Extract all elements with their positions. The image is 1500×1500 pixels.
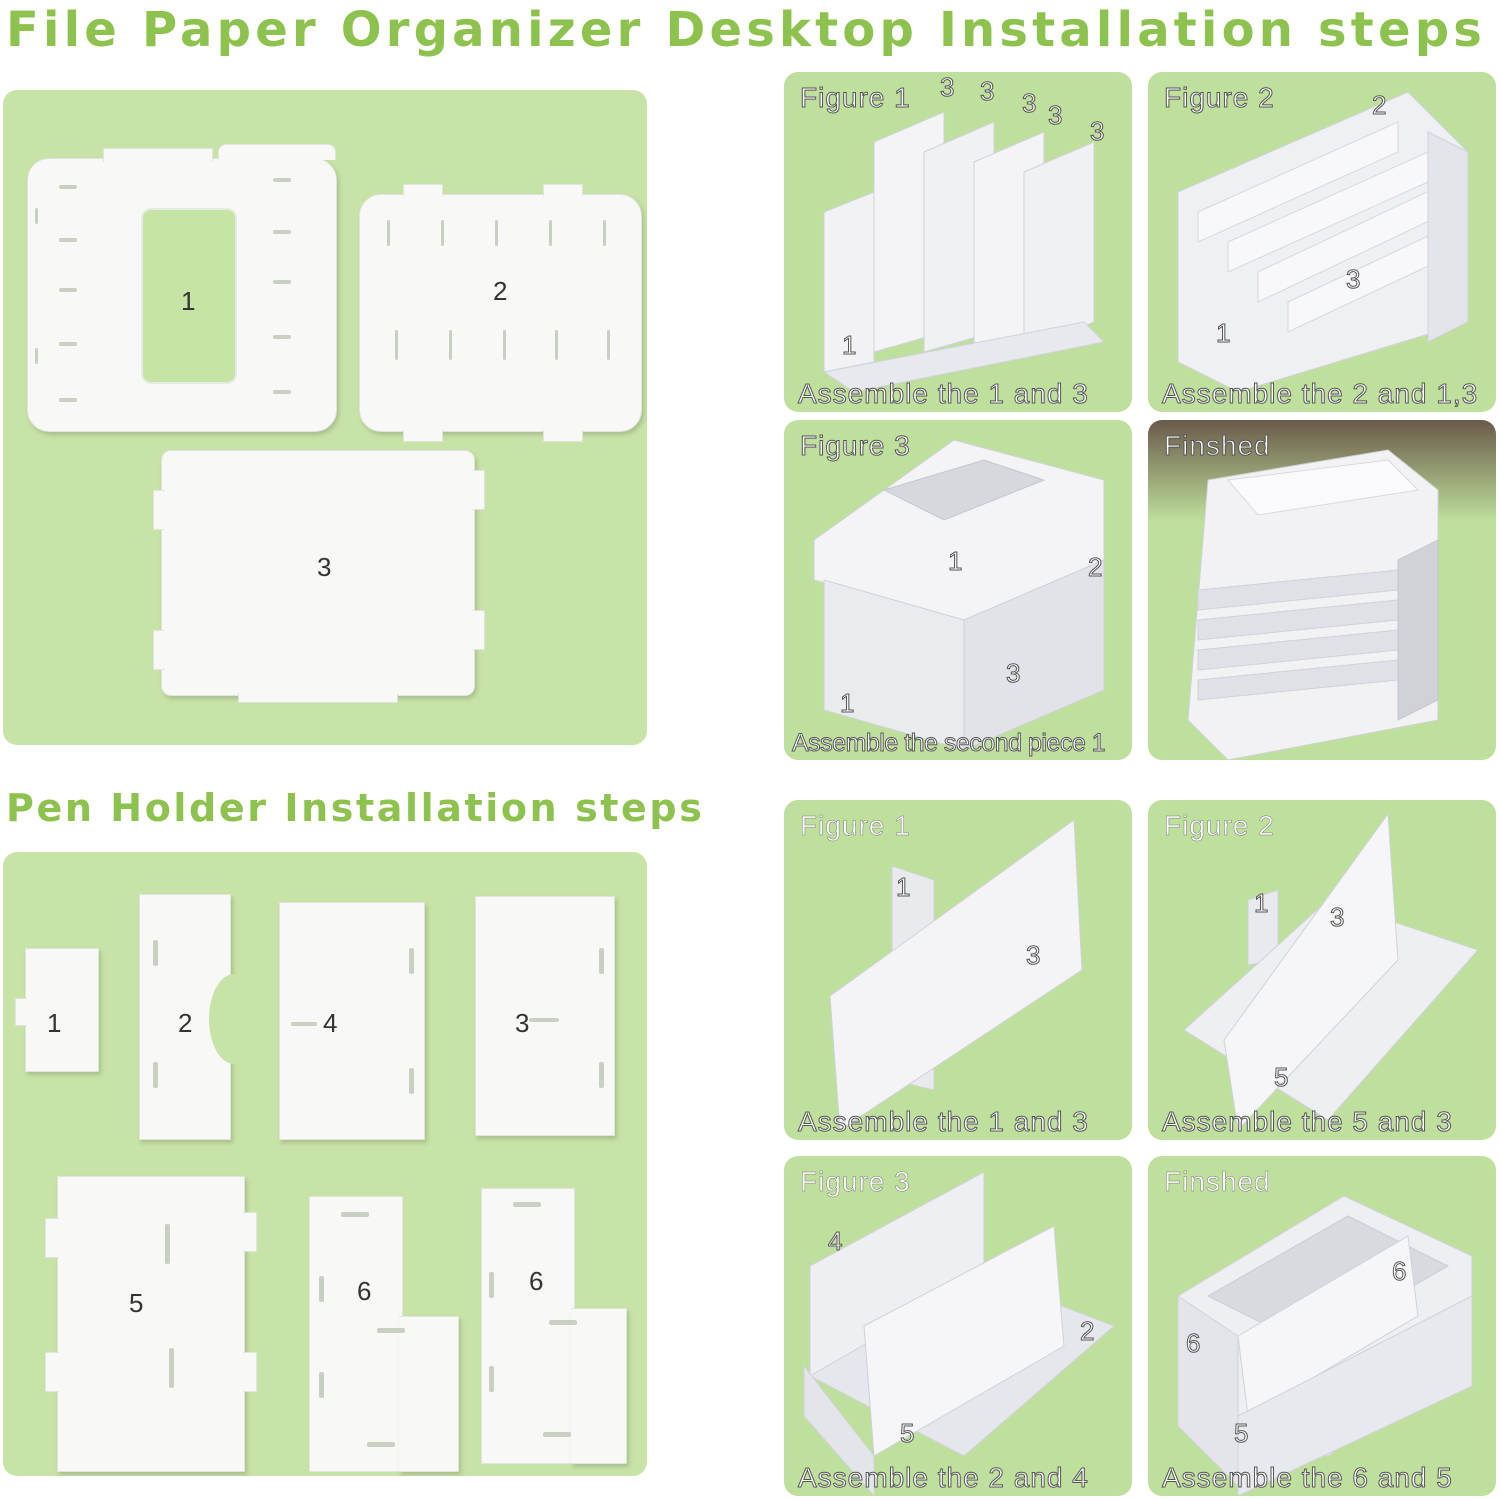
organizer-figure-2-caption: Assemble the 2 and 1,3 (1162, 378, 1478, 410)
organizer-figure-1-number: 3 (1048, 100, 1062, 131)
pen-finished-caption: Assemble the 6 and 5 (1162, 1462, 1453, 1494)
pen-holder-parts-panel: 1 2 4 3 5 (3, 852, 647, 1476)
pen-figure-2-illustration (1148, 800, 1496, 1140)
pen-part-4-number: 4 (323, 1008, 337, 1039)
organizer-parts-panel: 1 2 3 (3, 90, 647, 745)
pen-step-figure-1: Figure 1 1 3 Assemble the 1 and 3 (784, 800, 1132, 1140)
pen-step-figure-3: Figure 3 4 2 5 Assemble the 2 and 4 (784, 1156, 1132, 1496)
pen-figure-1-caption: Assemble the 1 and 3 (798, 1106, 1089, 1138)
organizer-figure-2-number: 2 (1372, 90, 1386, 121)
organizer-figure-1-number: 3 (1090, 116, 1104, 147)
organizer-step-figure-2: Figure 2 2 3 1 Assemble the 2 and 1,3 (1148, 72, 1496, 412)
pen-figure-3-caption: Assemble the 2 and 4 (798, 1462, 1089, 1494)
pen-part-3-number: 3 (515, 1008, 529, 1039)
organizer-part-1-number: 1 (181, 286, 195, 317)
organizer-figure-2-number: 3 (1346, 264, 1360, 295)
pen-finished-number: 5 (1234, 1418, 1248, 1449)
organizer-step-figure-3: Figure 3 1 2 3 1 Assemble the second pie… (784, 420, 1132, 760)
organizer-figure-1-number: 1 (842, 330, 856, 361)
organizer-part-3-number: 3 (317, 552, 331, 583)
pen-figure-1-illustration (784, 800, 1132, 1140)
pen-step-figure-2: Figure 2 1 3 5 Assemble the 5 and 3 (1148, 800, 1496, 1140)
organizer-figure-1-caption: Assemble the 1 and 3 (798, 378, 1089, 410)
pen-part-6b-number: 6 (529, 1266, 543, 1297)
pen-figure-2-number: 1 (1254, 888, 1268, 919)
organizer-figure-2-number: 1 (1216, 318, 1230, 349)
organizer-step-figure-1: Figure 1 3 3 3 3 3 1 Assemble the 1 and … (784, 72, 1132, 412)
organizer-figure-3-number: 1 (948, 546, 962, 577)
pen-figure-1-number: 3 (1026, 940, 1040, 971)
pen-figure-1-label: Figure 1 (800, 810, 911, 842)
pen-figure-2-number: 5 (1274, 1062, 1288, 1093)
pen-finished-number: 6 (1186, 1328, 1200, 1359)
organizer-figure-3-label: Figure 3 (800, 430, 911, 462)
organizer-figure-1-illustration (784, 72, 1132, 412)
organizer-figure-1-label: Figure 1 (800, 82, 911, 114)
pen-figure-3-number: 5 (900, 1418, 914, 1449)
pen-finished-label: Finshed (1164, 1166, 1271, 1198)
pen-figure-2-caption: Assemble the 5 and 3 (1162, 1106, 1453, 1138)
pen-step-finished: Finshed 6 6 5 Assemble the 6 and 5 (1148, 1156, 1496, 1496)
organizer-part-2-number: 2 (493, 276, 507, 307)
organizer-figure-2-illustration (1148, 72, 1496, 412)
pen-part-1-number: 1 (47, 1008, 61, 1039)
organizer-figure-2-label: Figure 2 (1164, 82, 1275, 114)
pen-part-6a-number: 6 (357, 1276, 371, 1307)
main-title: File Paper Organizer Desktop Installatio… (6, 2, 1486, 58)
organizer-finished-label: Finshed (1164, 430, 1271, 462)
organizer-figure-1-number: 3 (940, 72, 954, 103)
organizer-figure-3-number: 1 (840, 688, 854, 719)
pen-part-2-number: 2 (178, 1008, 192, 1039)
pen-figure-3-number: 4 (828, 1226, 842, 1257)
pen-figure-3-number: 2 (1080, 1316, 1094, 1347)
organizer-finished-illustration (1148, 420, 1496, 760)
organizer-figure-1-number: 3 (980, 76, 994, 107)
organizer-step-finished: Finshed (1148, 420, 1496, 760)
organizer-figure-1-number: 3 (1022, 88, 1036, 119)
pen-figure-3-label: Figure 3 (800, 1166, 911, 1198)
organizer-figure-3-number: 3 (1006, 658, 1020, 689)
pen-figure-2-number: 3 (1330, 902, 1344, 933)
organizer-figure-3-caption: Assemble the second piece 1 (792, 729, 1105, 758)
pen-holder-title: Pen Holder Installation steps (6, 786, 704, 830)
pen-figure-1-number: 1 (896, 872, 910, 903)
pen-figure-2-label: Figure 2 (1164, 810, 1275, 842)
pen-part-5-number: 5 (129, 1288, 143, 1319)
pen-finished-number: 6 (1392, 1256, 1406, 1287)
organizer-figure-3-number: 2 (1088, 552, 1102, 583)
pen-finished-illustration (1148, 1156, 1496, 1496)
organizer-figure-3-illustration (784, 420, 1132, 760)
